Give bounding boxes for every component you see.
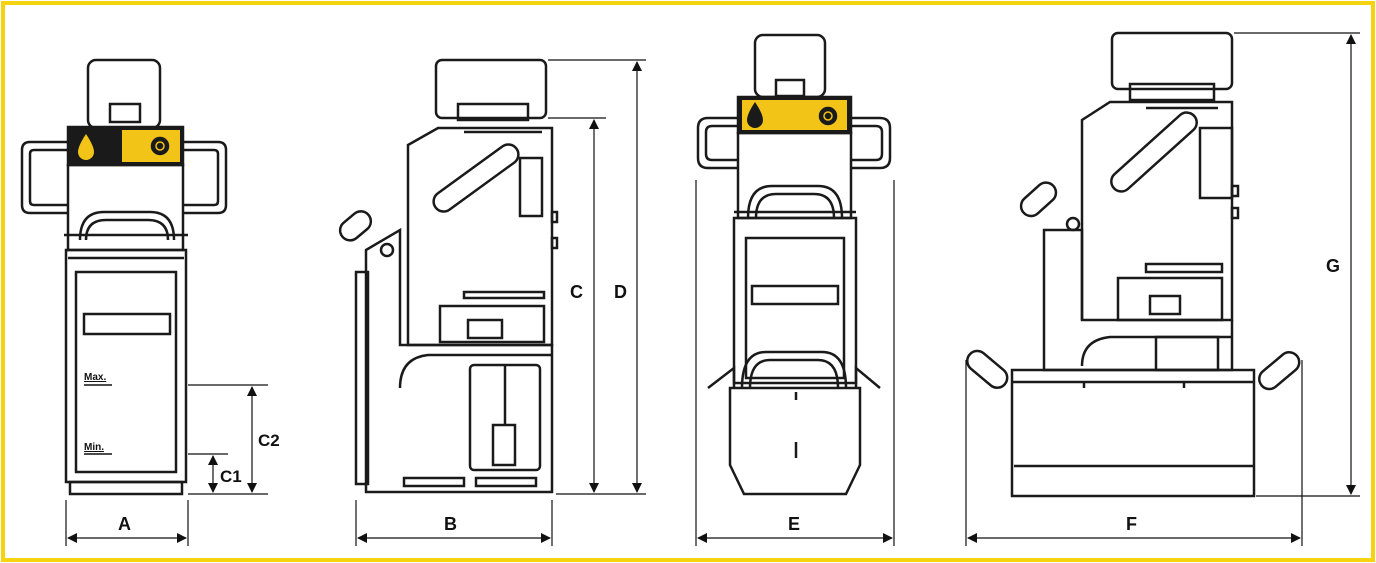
dim-label-c1: C1	[220, 467, 242, 486]
side-view	[338, 58, 559, 494]
dim-label-b: B	[444, 514, 457, 534]
max-level-label: Max.	[84, 372, 106, 383]
dim-label-a: A	[118, 514, 131, 534]
front-view	[20, 58, 228, 496]
min-level-label: Min.	[84, 442, 104, 453]
dim-label-c2: C2	[258, 431, 280, 450]
dim-label-c: C	[570, 282, 583, 302]
oil-drop-icon-2	[747, 102, 763, 128]
dim-label-d: D	[614, 282, 627, 302]
oil-drop-icon	[78, 134, 94, 160]
dim-label-e: E	[788, 514, 800, 534]
side-wide-view	[966, 31, 1301, 498]
dim-label-g: G	[1326, 256, 1340, 276]
front-wide-view	[696, 33, 892, 496]
dim-label-f: F	[1126, 514, 1137, 534]
